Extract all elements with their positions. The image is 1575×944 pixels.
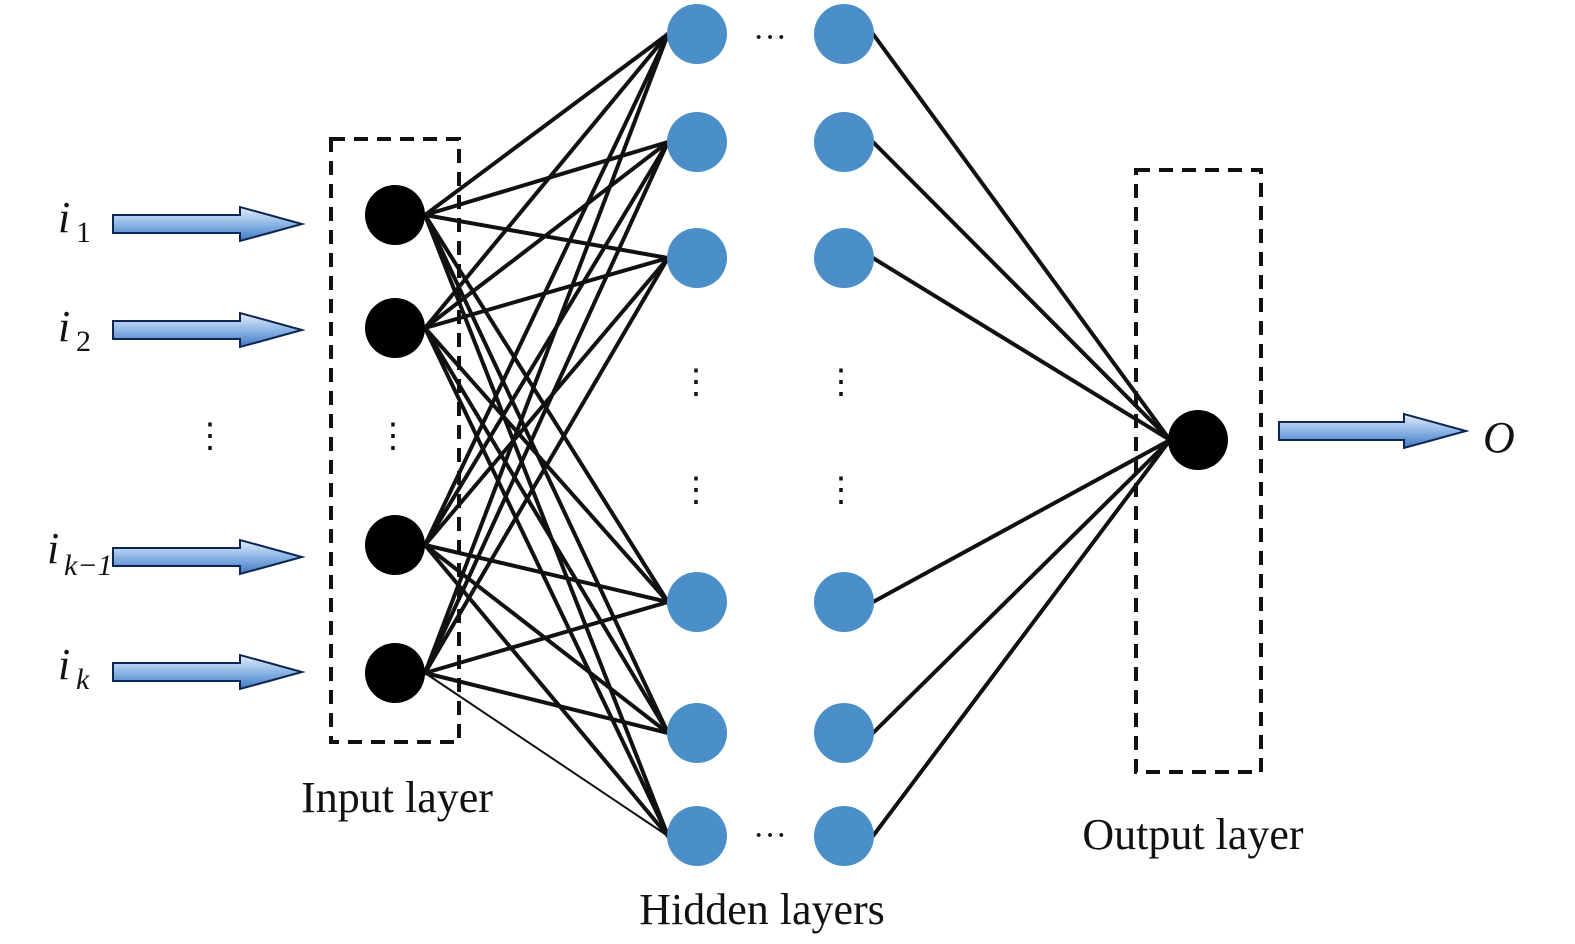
- edge-hidden-5-output: [871, 438, 1172, 735]
- edge-input-1-hidden-5: [423, 213, 670, 735]
- input-layer-caption: Input layer: [301, 773, 493, 822]
- svg-text:i: i: [58, 193, 70, 242]
- edge-hidden-3-output: [871, 256, 1172, 442]
- output-layer-caption: Output layer: [1082, 810, 1304, 859]
- input-label-1: i 1: [58, 193, 91, 249]
- hidden-top-horizontal-ellipsis: ···: [753, 19, 787, 56]
- svg-text:i: i: [58, 302, 70, 351]
- input-node-4: [365, 643, 425, 703]
- edge-hidden-2-output: [871, 140, 1172, 442]
- edge-hidden-1-output: [871, 32, 1172, 442]
- hidden-node-col1-4: [667, 572, 727, 632]
- edge-input-3-hidden-1: [423, 32, 670, 547]
- svg-text:1: 1: [76, 216, 91, 249]
- hidden-node-col2-5: [814, 703, 874, 763]
- edge-input-1-hidden-6: [423, 213, 670, 838]
- output-arrow: [1278, 412, 1470, 450]
- edge-input-2-hidden-2: [423, 140, 670, 330]
- output-symbol: O: [1483, 413, 1515, 462]
- input-arrow-k: [112, 653, 306, 691]
- input-arrow-k-minus-1: [112, 538, 306, 576]
- edge-input-2-hidden-1: [423, 32, 670, 330]
- hidden-bottom-horizontal-ellipsis: ···: [753, 817, 787, 854]
- input-arrow-2: [112, 311, 306, 349]
- hidden-col2-vertical-ellipsis-lower: ⋮: [824, 472, 858, 509]
- svg-text:i: i: [58, 640, 70, 689]
- nodes: [365, 4, 1228, 866]
- input-node-3: [365, 515, 425, 575]
- edge-input-4-hidden-2: [423, 140, 670, 675]
- svg-text:i: i: [47, 524, 59, 573]
- edge-input-3-hidden-6: [423, 543, 670, 838]
- edge-input-4-hidden-4: [423, 600, 670, 675]
- hidden-node-col1-2: [667, 112, 727, 172]
- svg-text:2: 2: [76, 325, 91, 358]
- hidden-col1-vertical-ellipsis-lower: ⋮: [679, 472, 713, 509]
- edge-input-3-hidden-2: [423, 140, 670, 547]
- svg-text:k−1: k−1: [64, 549, 113, 582]
- edge-input-1-hidden-1: [423, 32, 670, 217]
- hidden-col1-vertical-ellipsis-upper: ⋮: [679, 364, 713, 401]
- hidden-node-col2-3: [814, 228, 874, 288]
- edge-input-3-hidden-4: [423, 543, 670, 604]
- hidden-node-col2-2: [814, 112, 874, 172]
- edge-input-2-hidden-6: [423, 326, 670, 838]
- input-layer-vertical-ellipsis: ⋮: [376, 418, 410, 455]
- hidden-node-col1-5: [667, 703, 727, 763]
- input-vertical-ellipsis: ⋮: [193, 418, 227, 455]
- hidden-node-col1-1: [667, 4, 727, 64]
- output-node: [1168, 410, 1228, 470]
- input-label-2: i 2: [58, 302, 91, 358]
- input-label-k: i k: [58, 640, 90, 696]
- hidden-node-col2-1: [814, 4, 874, 64]
- input-node-1: [365, 185, 425, 245]
- edge-hidden-6-output: [871, 438, 1172, 838]
- hidden-node-col2-4: [814, 572, 874, 632]
- edge-input-4-hidden-6: [424, 672, 669, 837]
- edge-input-4-hidden-5: [423, 671, 670, 735]
- svg-text:k: k: [76, 663, 90, 696]
- edge-input-2-hidden-5: [423, 326, 670, 735]
- edge-input-4-hidden-1: [423, 32, 670, 675]
- input-arrow-1: [112, 205, 306, 243]
- edge-input-4-hidden-3: [423, 256, 670, 675]
- edge-input-3-hidden-3: [423, 256, 670, 547]
- input-arrows: [112, 205, 1470, 691]
- connections: [423, 32, 1172, 838]
- hidden-node-col1-6: [667, 806, 727, 866]
- edge-hidden-4-output: [871, 438, 1172, 604]
- hidden-node-col2-6: [814, 806, 874, 866]
- input-layer-box: [329, 137, 461, 744]
- input-node-2: [365, 298, 425, 358]
- hidden-layers-caption: Hidden layers: [639, 885, 885, 934]
- output-layer-box: [1134, 168, 1263, 774]
- input-label-k-minus-1: i k−1: [47, 524, 113, 582]
- hidden-node-col1-3: [667, 228, 727, 288]
- hidden-col2-vertical-ellipsis-upper: ⋮: [824, 364, 858, 401]
